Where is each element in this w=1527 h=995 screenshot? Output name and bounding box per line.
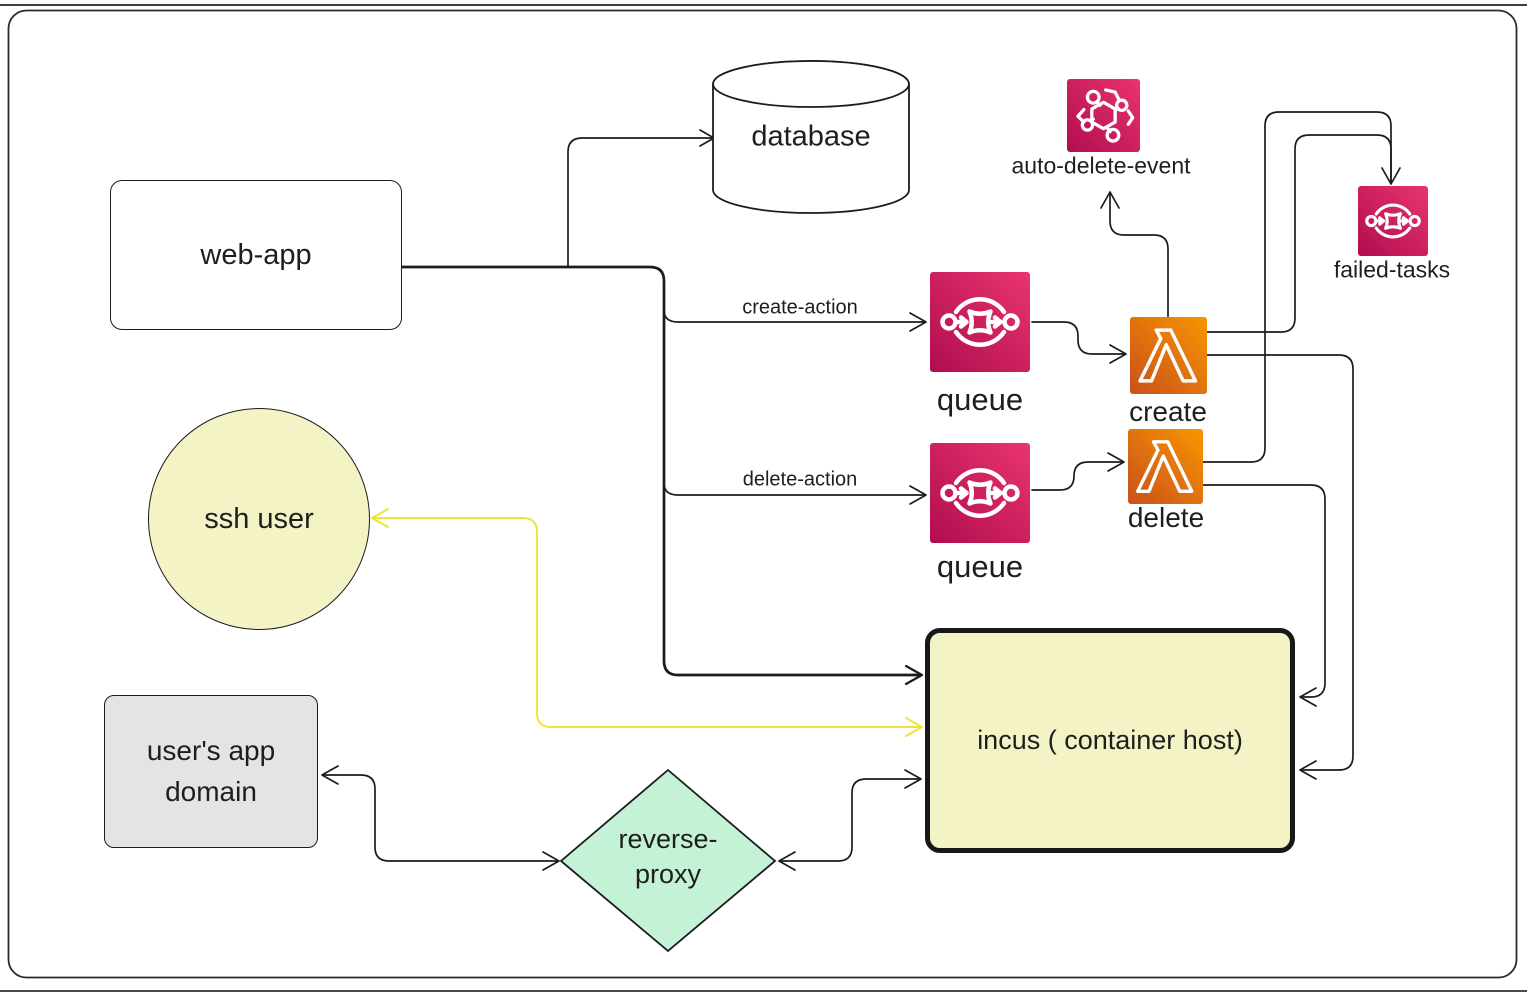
queue-create-label: queue xyxy=(936,382,1024,417)
lambda-create-label: create xyxy=(1129,396,1207,427)
reverse-proxy-line1: reverse- xyxy=(618,823,718,854)
queue-create-icon xyxy=(930,272,1030,372)
arrowhead-into-incus-right-top xyxy=(1299,687,1317,707)
users-app-domain-line1: user's app xyxy=(146,734,276,766)
edge-delete-action xyxy=(663,482,925,496)
auto-delete-event-icon xyxy=(1067,79,1140,152)
edge-queue-to-delete xyxy=(1031,461,1123,491)
edge-webapp-database xyxy=(567,137,713,268)
database-label: database xyxy=(751,120,871,153)
queue-delete-label: queue xyxy=(936,549,1024,584)
edge-sshuser-incus-yellow xyxy=(373,517,921,728)
canvas-frame xyxy=(7,9,1518,979)
event-bus-glyph xyxy=(1076,88,1135,143)
lambda-create-icon xyxy=(1130,317,1207,394)
node-web-app: web-app xyxy=(110,180,402,330)
arrowhead-into-database xyxy=(699,129,715,147)
arrowhead-into-reverse-proxy-right xyxy=(778,851,796,871)
window-top-edge xyxy=(0,4,1527,6)
arrowhead-into-incus-left-top xyxy=(904,664,924,686)
edge-webapp-incus xyxy=(400,265,922,677)
arrowhead-into-failed-tasks xyxy=(1381,167,1401,185)
arrowhead-yellow-into-incus xyxy=(905,717,923,737)
arrowhead-into-incus-right-bottom xyxy=(1299,760,1317,780)
node-ssh-user: ssh user xyxy=(148,408,370,630)
delete-action-edge-label: delete-action xyxy=(742,468,858,491)
ssh-user-label: ssh user xyxy=(204,502,314,535)
reverse-proxy-diamond-shape xyxy=(559,768,777,953)
lambda-glyph xyxy=(1138,328,1198,383)
create-action-edge-label: create-action xyxy=(742,296,858,319)
auto-delete-event-label: auto-delete-event xyxy=(1011,152,1191,179)
failed-tasks-label: failed-tasks xyxy=(1333,256,1451,283)
sqs-queue-glyph xyxy=(1365,203,1421,239)
arrowhead-into-reverse-proxy-left xyxy=(542,851,560,871)
edge-proxy-incus xyxy=(780,778,920,862)
edge-create-to-event xyxy=(1109,193,1169,318)
edge-delete-to-incus xyxy=(1202,484,1326,698)
lambda-delete-label: delete xyxy=(1127,502,1205,533)
arrowhead-into-lambda-delete xyxy=(1107,452,1125,472)
arrowhead-into-ssh-user xyxy=(371,508,389,528)
database-cylinder-shape xyxy=(712,60,910,214)
arrowhead-into-lambda-create xyxy=(1109,344,1127,364)
lambda-delete-icon xyxy=(1128,429,1203,504)
web-app-label: web-app xyxy=(200,238,312,271)
queue-delete-icon xyxy=(930,443,1030,543)
edge-create-to-failed-tasks xyxy=(1206,134,1392,333)
users-app-domain-line2: domain xyxy=(165,775,257,807)
edge-queue-to-create xyxy=(1031,321,1125,355)
failed-tasks-icon xyxy=(1358,186,1428,256)
reverse-proxy-line2: proxy xyxy=(634,859,702,889)
edge-create-to-incus xyxy=(1206,354,1354,771)
edge-create-action xyxy=(663,309,925,323)
sqs-queue-glyph xyxy=(940,297,1020,347)
node-incus: incus ( container host) xyxy=(925,628,1295,853)
incus-label: incus ( container host) xyxy=(977,725,1243,755)
lambda-glyph xyxy=(1136,440,1194,493)
arrowhead-into-auto-delete-event xyxy=(1100,191,1120,209)
window-bottom-edge xyxy=(0,990,1527,992)
arrowhead-into-queue-delete xyxy=(909,485,927,505)
reverse-proxy-label: reverse- proxy xyxy=(618,822,717,892)
edge-delete-to-failed-tasks xyxy=(1202,111,1392,463)
arrowhead-into-queue-create xyxy=(909,312,927,332)
arrowhead-into-incus-left-bottom xyxy=(904,769,922,789)
arrowhead-into-users-app-domain xyxy=(321,765,339,785)
sqs-queue-glyph xyxy=(940,468,1020,518)
edge-domain-proxy xyxy=(323,774,558,862)
node-users-app-domain: user's app domain xyxy=(104,695,318,848)
